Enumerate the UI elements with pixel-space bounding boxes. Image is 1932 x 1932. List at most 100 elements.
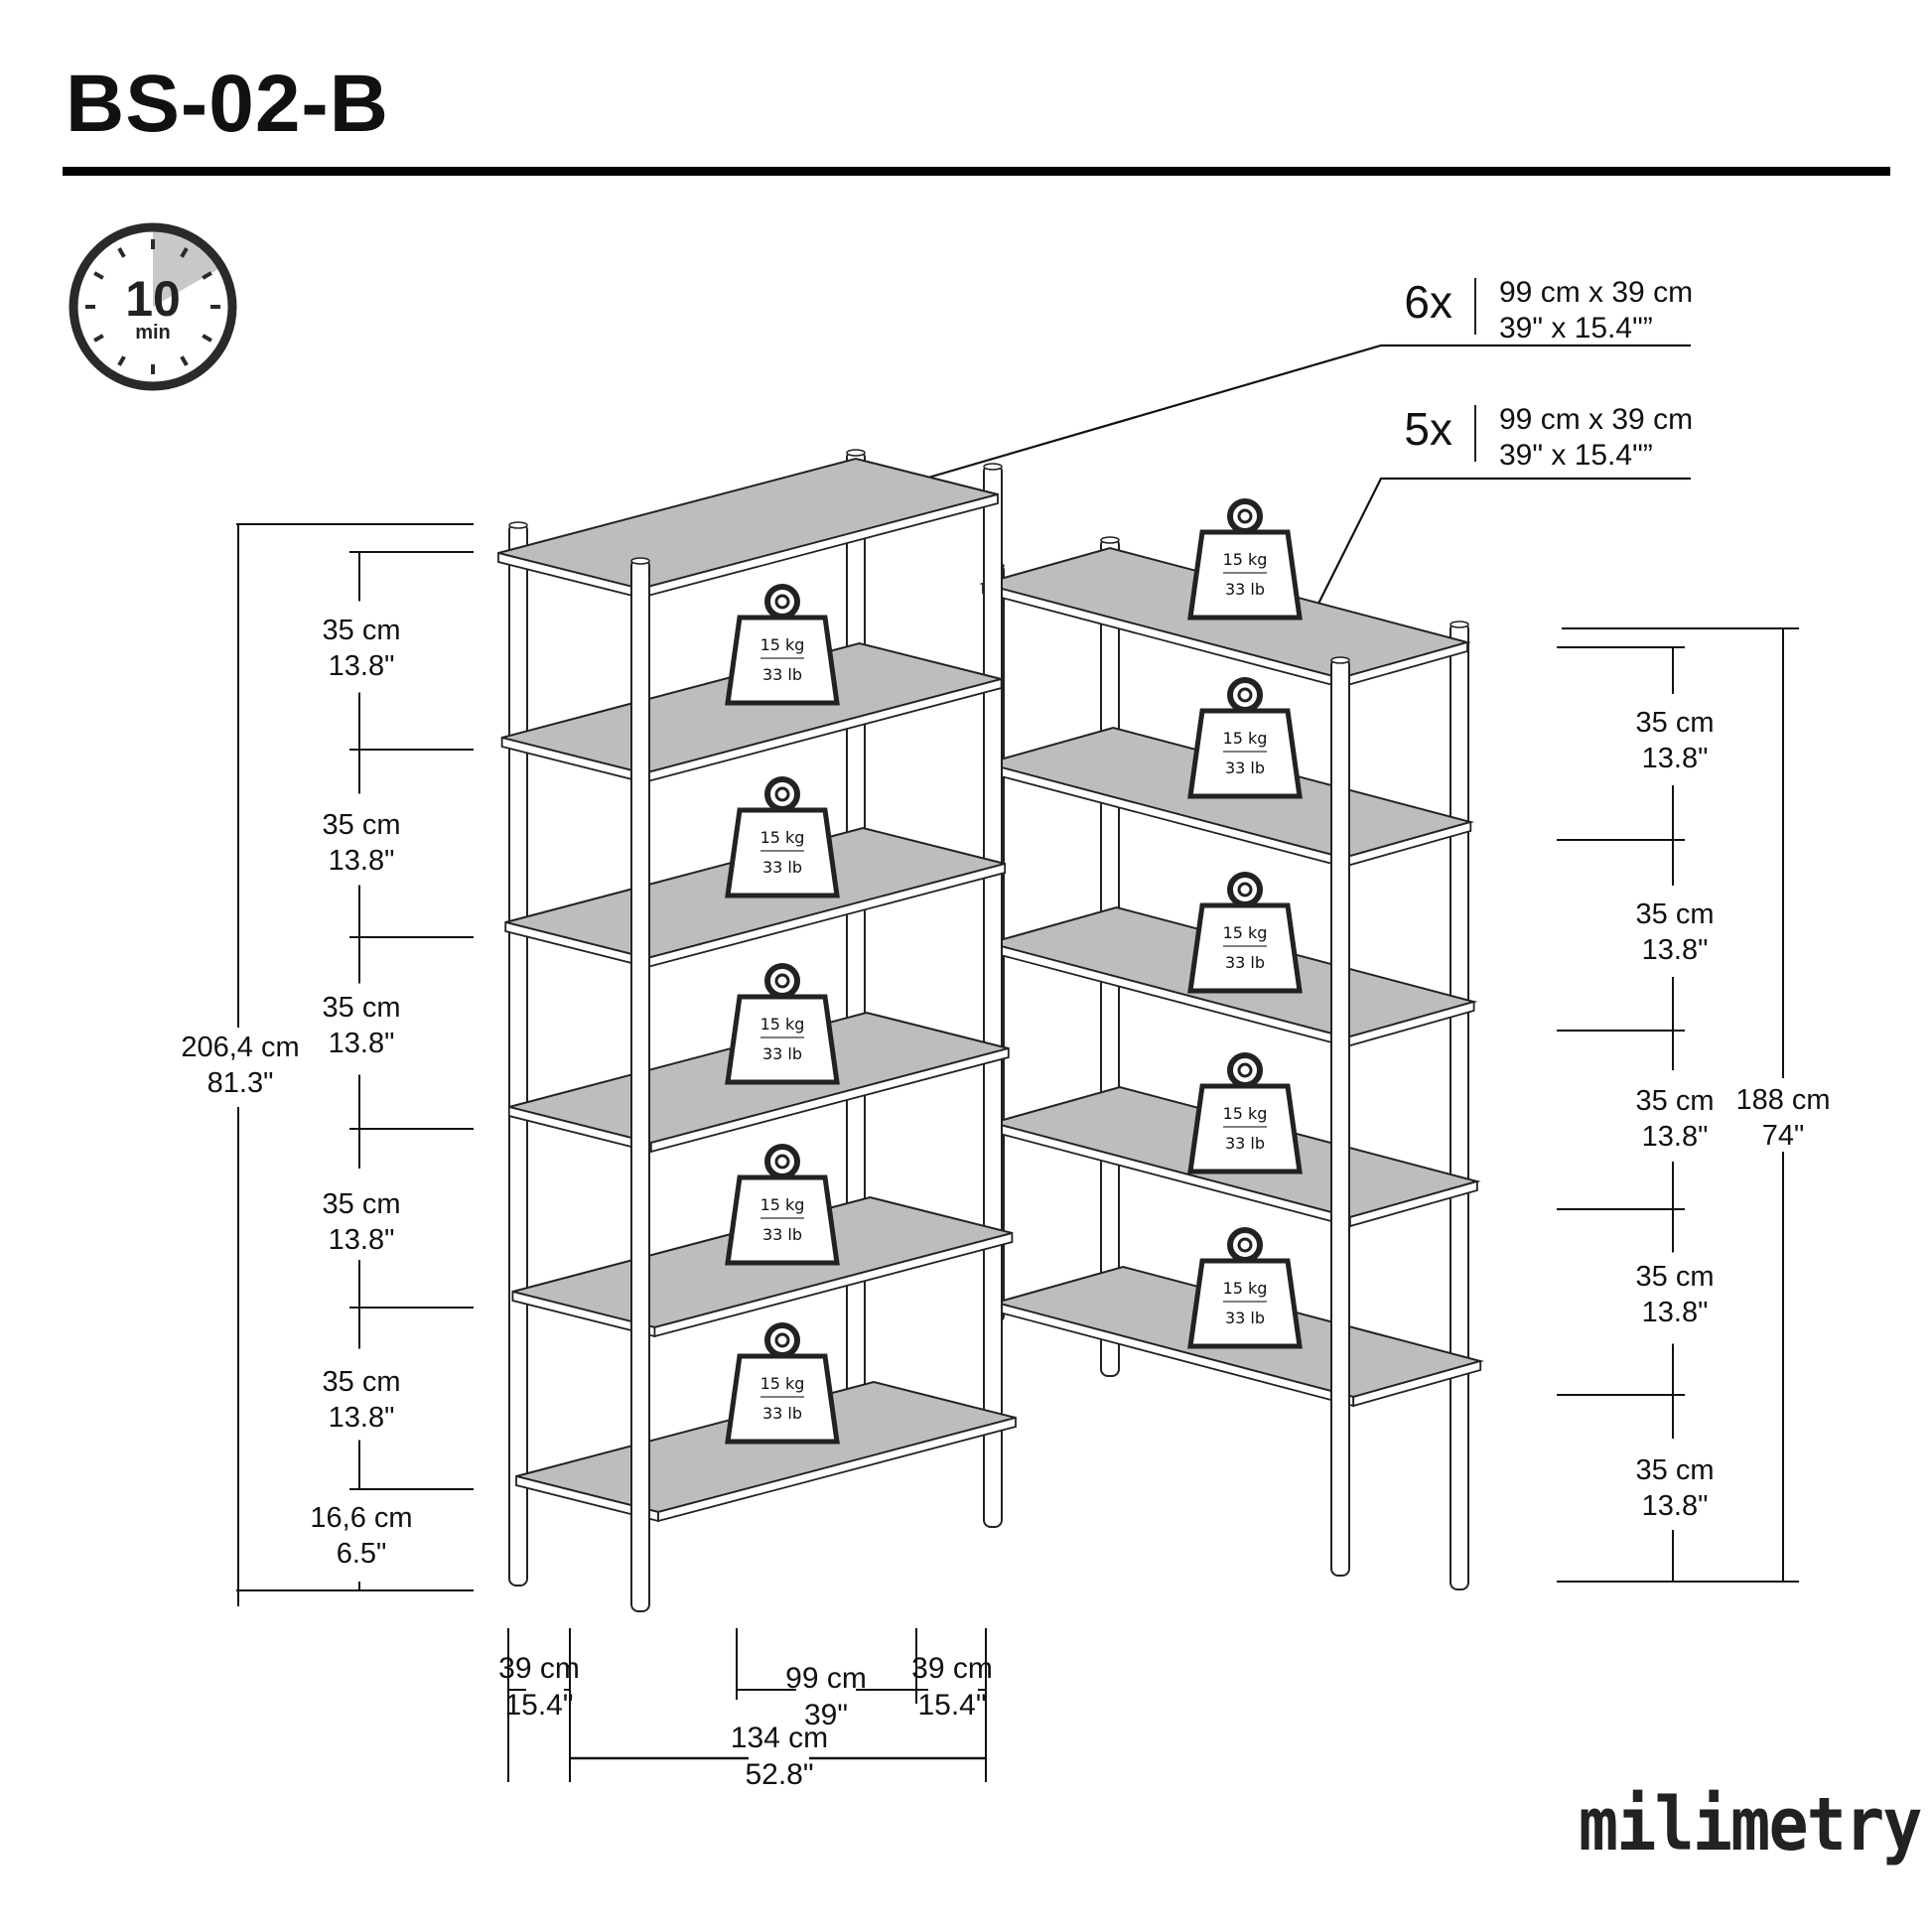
weight-body [725, 807, 840, 898]
left-post [508, 522, 528, 1587]
left-depth-imperial: 15.4" [504, 1689, 573, 1722]
spec-count: 5x [1404, 403, 1452, 455]
spec-count: 6x [1404, 276, 1452, 328]
weight-metric: 15 kg [760, 635, 805, 654]
weight-ring-inner [1237, 1062, 1253, 1078]
right-post [983, 464, 1003, 1528]
gap-metric: 35 cm [323, 1366, 401, 1398]
gap-metric: 35 cm [1636, 1454, 1715, 1486]
gap-metric: 35 cm [1636, 898, 1715, 930]
post-cap [983, 463, 1003, 471]
gap-metric: 35 cm [1636, 1261, 1715, 1293]
right-depth-imperial: 15.4" [917, 1689, 986, 1722]
front-post [1330, 657, 1350, 1577]
weight-imperial: 33 lb [762, 1404, 802, 1423]
load-weights: 15 kg 33 lb 15 kg 33 lb 15 kg 33 lb 15 kg 33 lb… [725, 498, 1303, 1445]
gap-imperial: 13.8" [1642, 1297, 1709, 1328]
gap-metric: 35 cm [323, 1188, 401, 1220]
weight-ring-inner [774, 594, 790, 610]
left-depth-metric: 39 cm [498, 1652, 580, 1685]
weight-icon: 15 kg 33 lb [1187, 1052, 1303, 1174]
shelf-spec-6x: 6x 99 cm x 39 cm 39" x 15.4"” [905, 276, 1693, 488]
total-height-metric: 206,4 cm [181, 1032, 299, 1063]
overall-width-imperial: 52.8" [745, 1758, 813, 1791]
weight-imperial: 33 lb [1225, 580, 1265, 599]
weight-metric: 15 kg [760, 828, 805, 847]
timer-tick [93, 271, 104, 280]
shelf-edge [649, 1046, 1010, 1154]
timer-ring [69, 222, 237, 391]
total-height-metric: 188 cm [1735, 1084, 1830, 1116]
back-post [846, 450, 866, 1443]
post-cap [630, 557, 650, 565]
weight-icon: 15 kg 33 lb [1187, 677, 1303, 799]
weight-body [1187, 708, 1303, 799]
weight-body [1187, 1083, 1303, 1174]
timer-icon: 10 min [69, 222, 237, 391]
weight-imperial: 33 lb [762, 665, 802, 684]
weight-metric: 15 kg [1223, 1104, 1268, 1123]
gap-metric: 35 cm [1636, 1085, 1715, 1117]
gap-imperial: 13.8" [1642, 1490, 1709, 1522]
gap-imperial: 13.8" [329, 650, 395, 682]
weight-icon: 15 kg 33 lb [725, 584, 840, 706]
timer-tick [180, 247, 189, 258]
post-cap [1100, 536, 1120, 544]
right-width-imperial: 39" [804, 1699, 848, 1731]
weight-imperial: 33 lb [1225, 1134, 1265, 1153]
gap-metric: 35 cm [1636, 707, 1715, 739]
right-width-metric: 99 cm [785, 1662, 867, 1695]
left-height-dimensions: 206,4 cm 81.3" 35 cm 13.8" 35 cm 13.8" 35 cm… [181, 523, 474, 1606]
timer-tick [117, 247, 126, 258]
gap-imperial: 13.8" [329, 1402, 395, 1434]
weight-imperial: 33 lb [762, 1225, 802, 1244]
weight-metric: 15 kg [1223, 729, 1268, 748]
gap-imperial: 13.8" [329, 1028, 395, 1059]
weight-imperial: 33 lb [1225, 1309, 1265, 1327]
weight-metric: 15 kg [1223, 1279, 1268, 1298]
timer-elapsed-wedge [153, 231, 218, 307]
timer-tick [202, 334, 212, 343]
gap-imperial: 6.5" [337, 1538, 387, 1570]
weight-icon: 15 kg 33 lb [725, 1322, 840, 1445]
title-divider [63, 167, 1890, 176]
gap-imperial: 13.8" [329, 845, 395, 877]
weight-imperial: 33 lb [762, 1044, 802, 1063]
post-cap [508, 521, 528, 529]
shelf-edge [657, 1416, 1017, 1523]
weight-ring-inner [774, 1332, 790, 1348]
weight-imperial: 33 lb [1225, 759, 1265, 777]
gap-metric: 35 cm [323, 809, 401, 841]
shelf-edge [1352, 1359, 1482, 1408]
weight-ring-inner [774, 786, 790, 802]
timer-tick [117, 355, 126, 366]
post-cap [1330, 656, 1350, 664]
spec-imperial: 39" x 15.4"” [1499, 312, 1653, 345]
weight-body [725, 615, 840, 706]
width-dimensions: 39 cm 15.4" 99 cm 39" 39 cm 15.4" 134 cm… [498, 1628, 993, 1791]
weight-metric: 15 kg [760, 1374, 805, 1393]
gap-imperial: 13.8" [1642, 1121, 1709, 1153]
overall-width-metric: 134 cm [731, 1722, 828, 1754]
product-title: BS-02-B [66, 59, 389, 149]
shelf-edge [653, 1231, 1014, 1338]
spec-imperial: 39" x 15.4"” [1499, 439, 1653, 472]
weight-body [725, 994, 840, 1085]
weight-ring-inner [1237, 687, 1253, 703]
timer-ticks [85, 239, 220, 374]
total-height-imperial: 81.3" [207, 1067, 274, 1099]
post-cap [1449, 621, 1469, 628]
weight-icon: 15 kg 33 lb [1187, 1227, 1303, 1349]
timer-unit: min [135, 322, 171, 344]
timer-value: 10 [125, 271, 181, 327]
weight-ring-inner [1237, 882, 1253, 897]
gap-metric: 35 cm [323, 615, 401, 646]
weight-ring-inner [774, 1154, 790, 1170]
weight-ring-inner [1237, 1237, 1253, 1253]
weight-body [1187, 902, 1303, 994]
